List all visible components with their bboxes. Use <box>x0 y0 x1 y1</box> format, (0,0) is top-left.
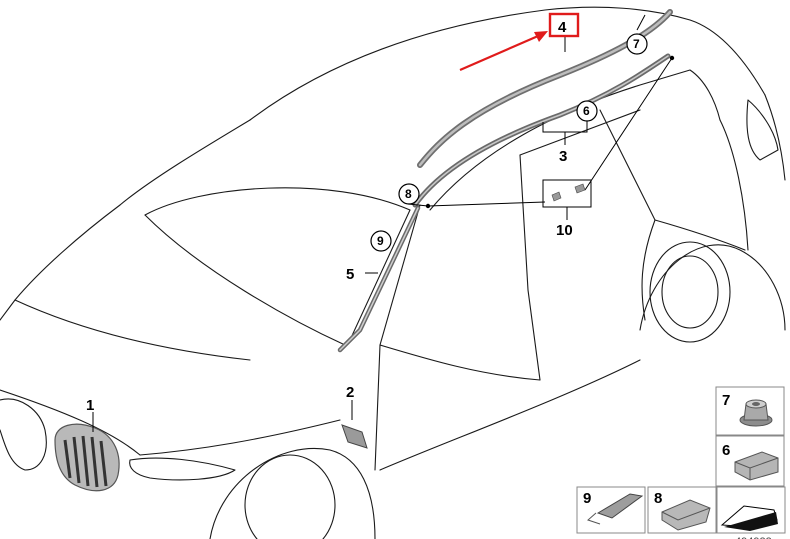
car-body-outline <box>0 6 786 539</box>
callout-2: 2 <box>346 384 354 401</box>
thumbnail-7: 7 <box>715 386 785 436</box>
svg-text:7: 7 <box>722 392 730 409</box>
roof-rail-part-4 <box>417 9 673 168</box>
thumbnail-6: 6 <box>715 435 785 487</box>
reference-number: 494923 <box>735 536 772 539</box>
a-pillar-moulding-part-5 <box>337 205 421 353</box>
svg-text:8: 8 <box>405 187 412 201</box>
leader-lines <box>92 14 673 432</box>
clips-part-10 <box>551 183 586 202</box>
kidney-grille <box>54 423 120 492</box>
side-emblem-part-2 <box>341 424 368 449</box>
callout-4: 4 <box>558 19 567 36</box>
thumbnail-9: 9 <box>576 486 646 534</box>
circled-callout-9: 9 <box>370 230 392 252</box>
highlight-box <box>548 12 580 38</box>
circled-callout-6: 6 <box>576 100 598 122</box>
svg-text:6: 6 <box>583 104 590 118</box>
circled-callout-7: 7 <box>626 33 648 55</box>
circled-callout-8: 8 <box>398 183 420 205</box>
svg-text:8: 8 <box>654 490 662 507</box>
thumbnail-arrow <box>716 486 786 534</box>
svg-text:6: 6 <box>722 442 730 459</box>
roof-moulding-part-3 <box>412 53 671 208</box>
callout-3: 3 <box>559 148 567 165</box>
svg-text:9: 9 <box>377 234 384 248</box>
callout-1: 1 <box>86 397 94 414</box>
callout-10: 10 <box>556 222 573 239</box>
thumbnail-8: 8 <box>647 486 717 534</box>
svg-text:7: 7 <box>633 37 640 51</box>
highlight-arrow <box>459 31 548 72</box>
svg-text:9: 9 <box>583 490 591 507</box>
callout-5: 5 <box>346 266 354 283</box>
